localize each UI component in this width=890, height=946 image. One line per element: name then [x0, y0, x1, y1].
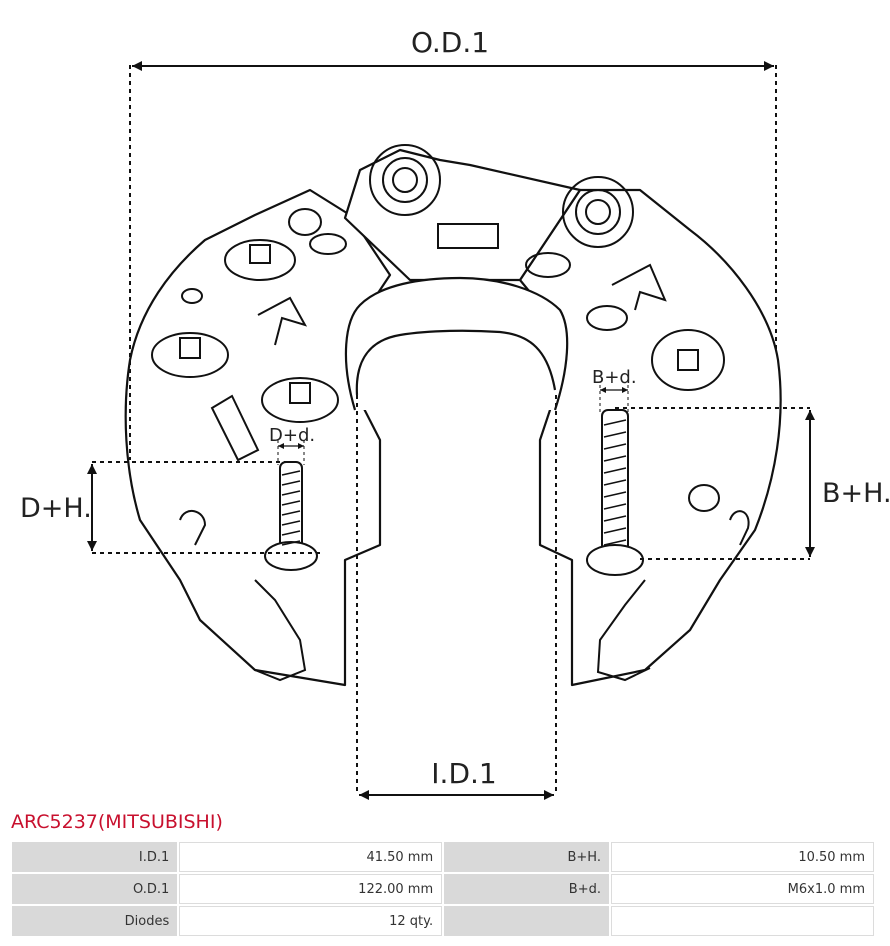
- bh-label: B+H.: [822, 478, 890, 509]
- diode: [261, 377, 339, 423]
- spec-value: 10.50 mm: [611, 842, 874, 872]
- d-bolt: [279, 461, 303, 555]
- dh-label: D+H.: [20, 493, 92, 524]
- spec-value: M6x1.0 mm: [611, 874, 874, 904]
- dd-label: D+d.: [269, 425, 315, 446]
- dimension-lines: [92, 65, 810, 795]
- hole: [525, 252, 571, 278]
- arrow-mark: [257, 296, 308, 346]
- spec-label: Diodes: [12, 906, 178, 936]
- left-plate: [124, 188, 392, 687]
- hole: [288, 208, 322, 236]
- diode: [224, 239, 296, 281]
- spec-label: O.D.1: [12, 874, 178, 904]
- diode: [651, 329, 725, 391]
- spec-value: 41.50 mm: [179, 842, 443, 872]
- part-title: ARC5237(MITSUBISHI): [11, 811, 223, 833]
- spec-label: I.D.1: [12, 842, 178, 872]
- spec-label: [444, 906, 609, 936]
- spec-label: B+d.: [444, 874, 609, 904]
- id1-label: I.D.1: [431, 757, 496, 790]
- spec-value: 122.00 mm: [179, 874, 443, 904]
- table-row: O.D.1 122.00 mm B+d. M6x1.0 mm: [12, 874, 874, 904]
- rectifier-diagram: O.D.1 I.D.1 D+H. D+d. B+H. B+d.: [20, 26, 890, 800]
- body-details: [151, 144, 750, 682]
- inner-rim-inner: [355, 329, 557, 396]
- rectifier-body: [124, 148, 782, 687]
- slot: [210, 394, 260, 462]
- spec-value: 12 qty.: [179, 906, 443, 936]
- terminal-ring: [562, 176, 634, 248]
- specs-table: I.D.1 41.50 mm B+H. 10.50 mm O.D.1 122.0…: [10, 840, 876, 938]
- terminal-ring: [369, 144, 441, 216]
- hole: [309, 233, 347, 255]
- arrow-mark: [611, 263, 667, 311]
- slot: [437, 223, 499, 249]
- spec-label: B+H.: [444, 842, 609, 872]
- table-row: Diodes 12 qty.: [12, 906, 874, 936]
- hole: [586, 305, 628, 331]
- hole: [181, 288, 203, 304]
- diode: [151, 332, 229, 378]
- hole: [688, 484, 720, 512]
- inner-rim: [344, 276, 569, 411]
- dimension-arrows: [87, 61, 815, 800]
- spec-value: [611, 906, 874, 936]
- bd-label: B+d.: [592, 367, 637, 388]
- table-row: I.D.1 41.50 mm B+H. 10.50 mm: [12, 842, 874, 872]
- od1-label: O.D.1: [411, 26, 489, 59]
